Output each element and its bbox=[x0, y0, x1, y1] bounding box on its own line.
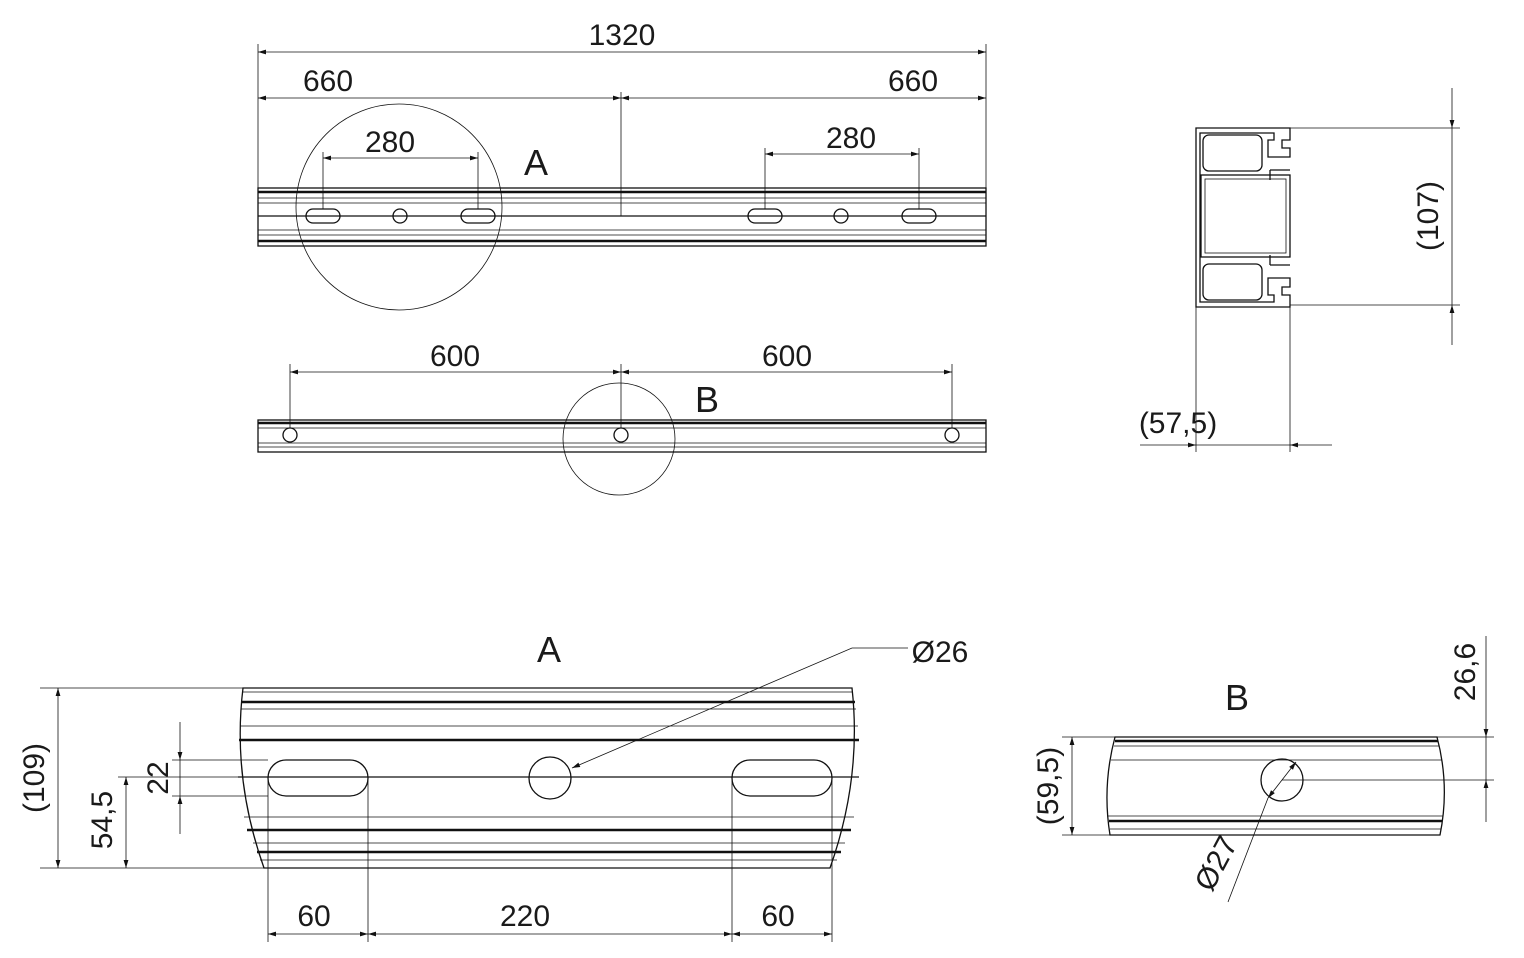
dim-detail-a-height: (109) bbox=[18, 743, 51, 813]
hole-right bbox=[833, 208, 849, 224]
top-profile-body bbox=[257, 187, 987, 247]
dim-detail-a-slot-length-right: 60 bbox=[761, 900, 794, 933]
dim-section-height: (107) bbox=[1412, 181, 1445, 251]
section-outline bbox=[1195, 127, 1291, 308]
dim-detail-b-offset: 26,6 bbox=[1449, 643, 1482, 701]
dim-overall-length: 1320 bbox=[589, 19, 656, 52]
dim-detail-a-slot-width: 22 bbox=[142, 761, 175, 794]
detail-a-hole bbox=[528, 756, 572, 800]
detail-label-a: A bbox=[524, 142, 548, 183]
bottom-view: B 600 600 bbox=[257, 340, 987, 496]
dim-slot-spacing-right: 280 bbox=[826, 122, 876, 155]
detail-circle-a bbox=[295, 103, 503, 311]
detail-label-b: B bbox=[695, 379, 719, 420]
detail-a-view: A Ø26 (109) 54,5 22 bbox=[18, 629, 968, 942]
detail-a-title: A bbox=[537, 629, 561, 670]
dim-detail-a-center-height: 54,5 bbox=[86, 791, 119, 849]
dim-spacing-left: 600 bbox=[430, 340, 480, 373]
detail-a-slot-left bbox=[267, 759, 369, 797]
detail-circle-b bbox=[562, 382, 676, 496]
dim-detail-a-slot-length-left: 60 bbox=[297, 900, 330, 933]
hole-bottom-left bbox=[282, 427, 298, 443]
detail-a-slot-right bbox=[731, 759, 833, 797]
dim-slot-spacing-left: 280 bbox=[365, 126, 415, 159]
section-view: (107) (57,5) bbox=[1139, 88, 1460, 452]
hole-bottom-center bbox=[613, 427, 629, 443]
dim-spacing-right: 600 bbox=[762, 340, 812, 373]
dim-half-left: 660 bbox=[303, 65, 353, 98]
dim-section-width: (57,5) bbox=[1139, 407, 1217, 440]
detail-b-title: B bbox=[1225, 677, 1249, 718]
dim-detail-a-slot-spacing: 220 bbox=[500, 900, 550, 933]
hole-left bbox=[392, 208, 408, 224]
hole-bottom-right bbox=[944, 427, 960, 443]
detail-b-view: B 26,6 (59,5) Ø27 bbox=[1032, 636, 1494, 903]
dim-detail-b-height: (59,5) bbox=[1032, 747, 1065, 825]
detail-a-outline bbox=[239, 687, 856, 869]
dim-detail-a-hole-diameter: Ø26 bbox=[912, 636, 969, 669]
dim-detail-b-hole-diameter: Ø27 bbox=[1189, 831, 1245, 897]
dim-half-right: 660 bbox=[888, 65, 938, 98]
top-view: A 1320 660 660 280 280 bbox=[257, 19, 987, 311]
